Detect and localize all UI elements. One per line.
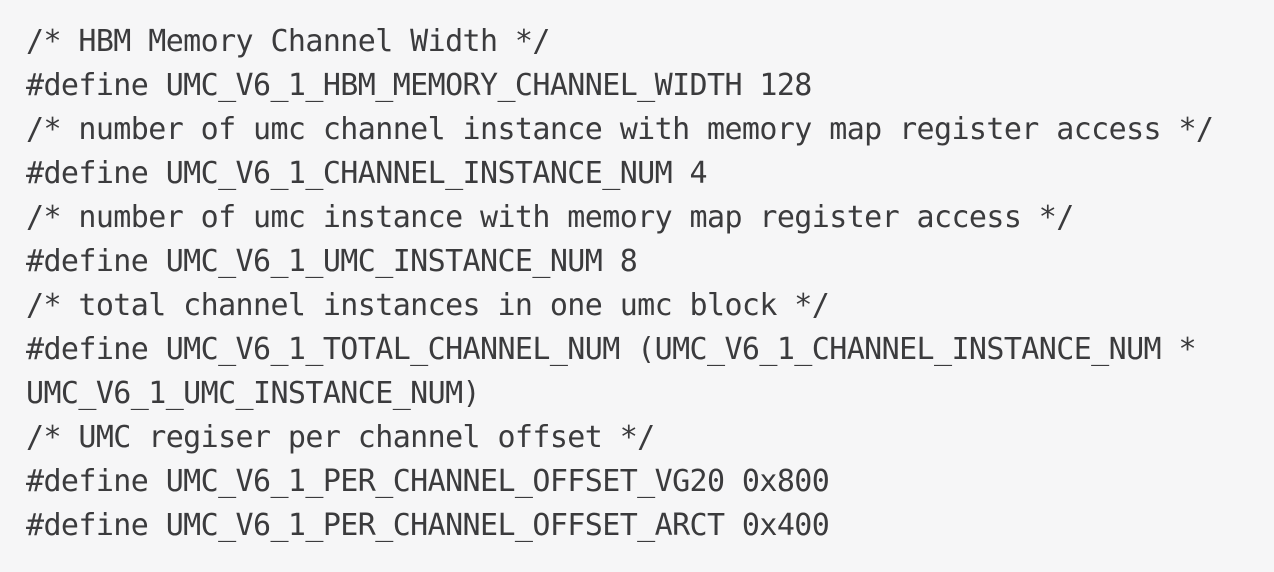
code-line-define-total-channel-continued: UMC_V6_1_UMC_INSTANCE_NUM) [26,376,481,411]
code-line-define-offset-arct: #define UMC_V6_1_PER_CHANNEL_OFFSET_ARCT… [26,508,830,543]
code-line-comment-total-channel: /* total channel instances in one umc bl… [26,288,830,323]
code-line-comment-umc-instance: /* number of umc instance with memory ma… [26,200,1074,235]
code-line-define-offset-vg20: #define UMC_V6_1_PER_CHANNEL_OFFSET_VG20… [26,464,830,499]
code-line-define-hbm-width: #define UMC_V6_1_HBM_MEMORY_CHANNEL_WIDT… [26,68,812,103]
code-line-comment-hbm-width: /* HBM Memory Channel Width */ [26,24,550,59]
code-line-define-channel-instance: #define UMC_V6_1_CHANNEL_INSTANCE_NUM 4 [26,156,708,191]
code-line-define-total-channel: #define UMC_V6_1_TOTAL_CHANNEL_NUM (UMC_… [26,332,1197,367]
code-line-comment-per-channel-offset: /* UMC regiser per channel offset */ [26,420,655,455]
code-line-comment-channel-instance: /* number of umc channel instance with m… [26,112,1214,147]
code-line-define-umc-instance: #define UMC_V6_1_UMC_INSTANCE_NUM 8 [26,244,638,279]
